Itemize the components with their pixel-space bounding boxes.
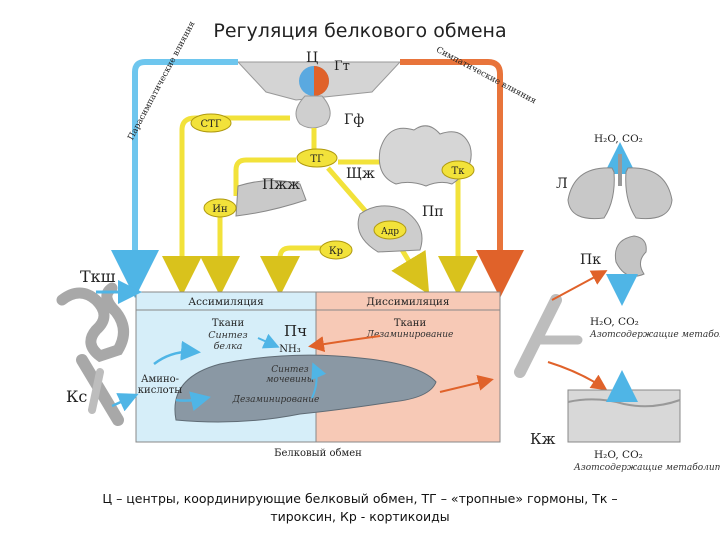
lungs: H₂O, CO₂ Л: [556, 133, 673, 220]
tissues-right-label: Ткани: [394, 318, 427, 329]
pancreas: Пжж Ин: [203, 177, 307, 218]
pancreas-label: Пжж: [262, 177, 300, 193]
adrenal-label: Пп: [422, 204, 444, 220]
vessel-to-kidney-arrow: [551, 270, 608, 301]
skin-nitrogen-label: Азотсодержащие метаболиты: [573, 462, 720, 473]
liver-inner-arrow: [311, 362, 327, 399]
intestine-label: Ткш: [80, 267, 116, 286]
sympathetic-label: Симпатические влияния: [434, 45, 538, 106]
skin-label: Кж: [530, 430, 556, 448]
tissues-left-label: Ткани: [212, 318, 245, 329]
thyroid-label: Щж: [346, 166, 375, 182]
assimilation-label: Ассимиляция: [188, 296, 264, 308]
skin: Кж H₂O, CO₂ Азотсодержащие метаболиты: [530, 370, 720, 473]
kidney: Пк H₂O, CO₂ Азотсодержащие метаболиты: [580, 235, 720, 340]
kidney-label: Пк: [580, 252, 601, 268]
synthesis-line1: Синтез: [208, 330, 247, 341]
figure-caption: Ц – центры, координирующие белковый обме…: [70, 490, 650, 526]
vessel-to-skin-arrow: [547, 361, 608, 391]
pituitary-label: Гф: [344, 112, 364, 128]
caption-line1: Ц – центры, координирующие белковый обме…: [102, 491, 618, 506]
center-right-half: [314, 66, 329, 96]
amino-line1: Амино-: [141, 374, 179, 385]
urea-line1: Синтез: [271, 365, 308, 375]
thyroxine-label: Тк: [452, 166, 466, 177]
liver-out-arrow: [439, 375, 494, 393]
lung-products-label: H₂O, CO₂: [594, 133, 643, 145]
protein-exchange-label: Белковый обмен: [274, 448, 362, 459]
adrenaline-label: Адр: [381, 227, 399, 237]
nh3-label: NH₃: [279, 344, 300, 355]
deamination-right-label: Дезаминирование: [366, 330, 454, 340]
urea-line2: мочевины: [266, 375, 314, 385]
svg-text:ТГ: ТГ: [310, 154, 324, 165]
corticoid-badge: [319, 240, 353, 260]
amino-to-liver-arrow: [175, 391, 211, 412]
sympathetic-path: [400, 59, 524, 298]
liver-label: Пч: [284, 322, 307, 340]
adrenaline-badge: [373, 220, 407, 240]
synthesis-to-nh3-arrow: [257, 333, 280, 349]
metabolism-box: Ассимиляция Диссимиляция Ткани Синтез бе…: [135, 291, 501, 459]
brain-center: Ц Гт: [236, 50, 402, 101]
liver-shape: [174, 354, 437, 423]
amino-to-synthesis-arrow: [153, 340, 201, 365]
insulin-label: Ин: [212, 204, 228, 215]
tg-badge: ТГ: [296, 148, 338, 168]
skin-products-label: H₂O, CO₂: [594, 449, 643, 461]
vessel: Кс: [66, 354, 139, 426]
thyroxine-badge: [441, 160, 475, 180]
adrenal: Пп Адр Кр: [319, 204, 444, 260]
vessel-label: Кс: [66, 387, 87, 406]
kidney-products-label: H₂O, CO₂: [590, 316, 639, 328]
corticoid-label: Кр: [329, 246, 343, 257]
synthesis-line2: белка: [214, 341, 243, 352]
intestine: Ткш: [56, 267, 142, 363]
svg-text:СТГ: СТГ: [201, 119, 222, 130]
center-label: Ц: [306, 50, 318, 66]
dissimilation-label: Диссимиляция: [366, 296, 450, 308]
amino-line2: кислоты: [138, 385, 182, 396]
intestine-shape: [56, 282, 129, 363]
hypothalamus-label: Гт: [334, 59, 350, 74]
deamination-liver-label: Дезаминирование: [232, 395, 320, 405]
insulin-badge: [203, 198, 237, 218]
deamination-to-nh3-arrow: [308, 335, 381, 353]
vessel-arrow: [111, 393, 139, 412]
caption-line2: тироксин, Кр - кортикоиды: [270, 509, 450, 524]
kidney-nitrogen-label: Азотсодержащие метаболиты: [589, 329, 720, 340]
pituitary: Гф: [295, 95, 364, 129]
stg-badge: СТГ: [190, 113, 232, 133]
right-vessel: [514, 270, 608, 391]
lungs-label: Л: [556, 176, 568, 192]
slide-title: Регуляция белкового обмена: [213, 20, 507, 42]
thyroid: Щж Тк: [346, 125, 475, 187]
parasympathetic-path: [111, 59, 238, 298]
